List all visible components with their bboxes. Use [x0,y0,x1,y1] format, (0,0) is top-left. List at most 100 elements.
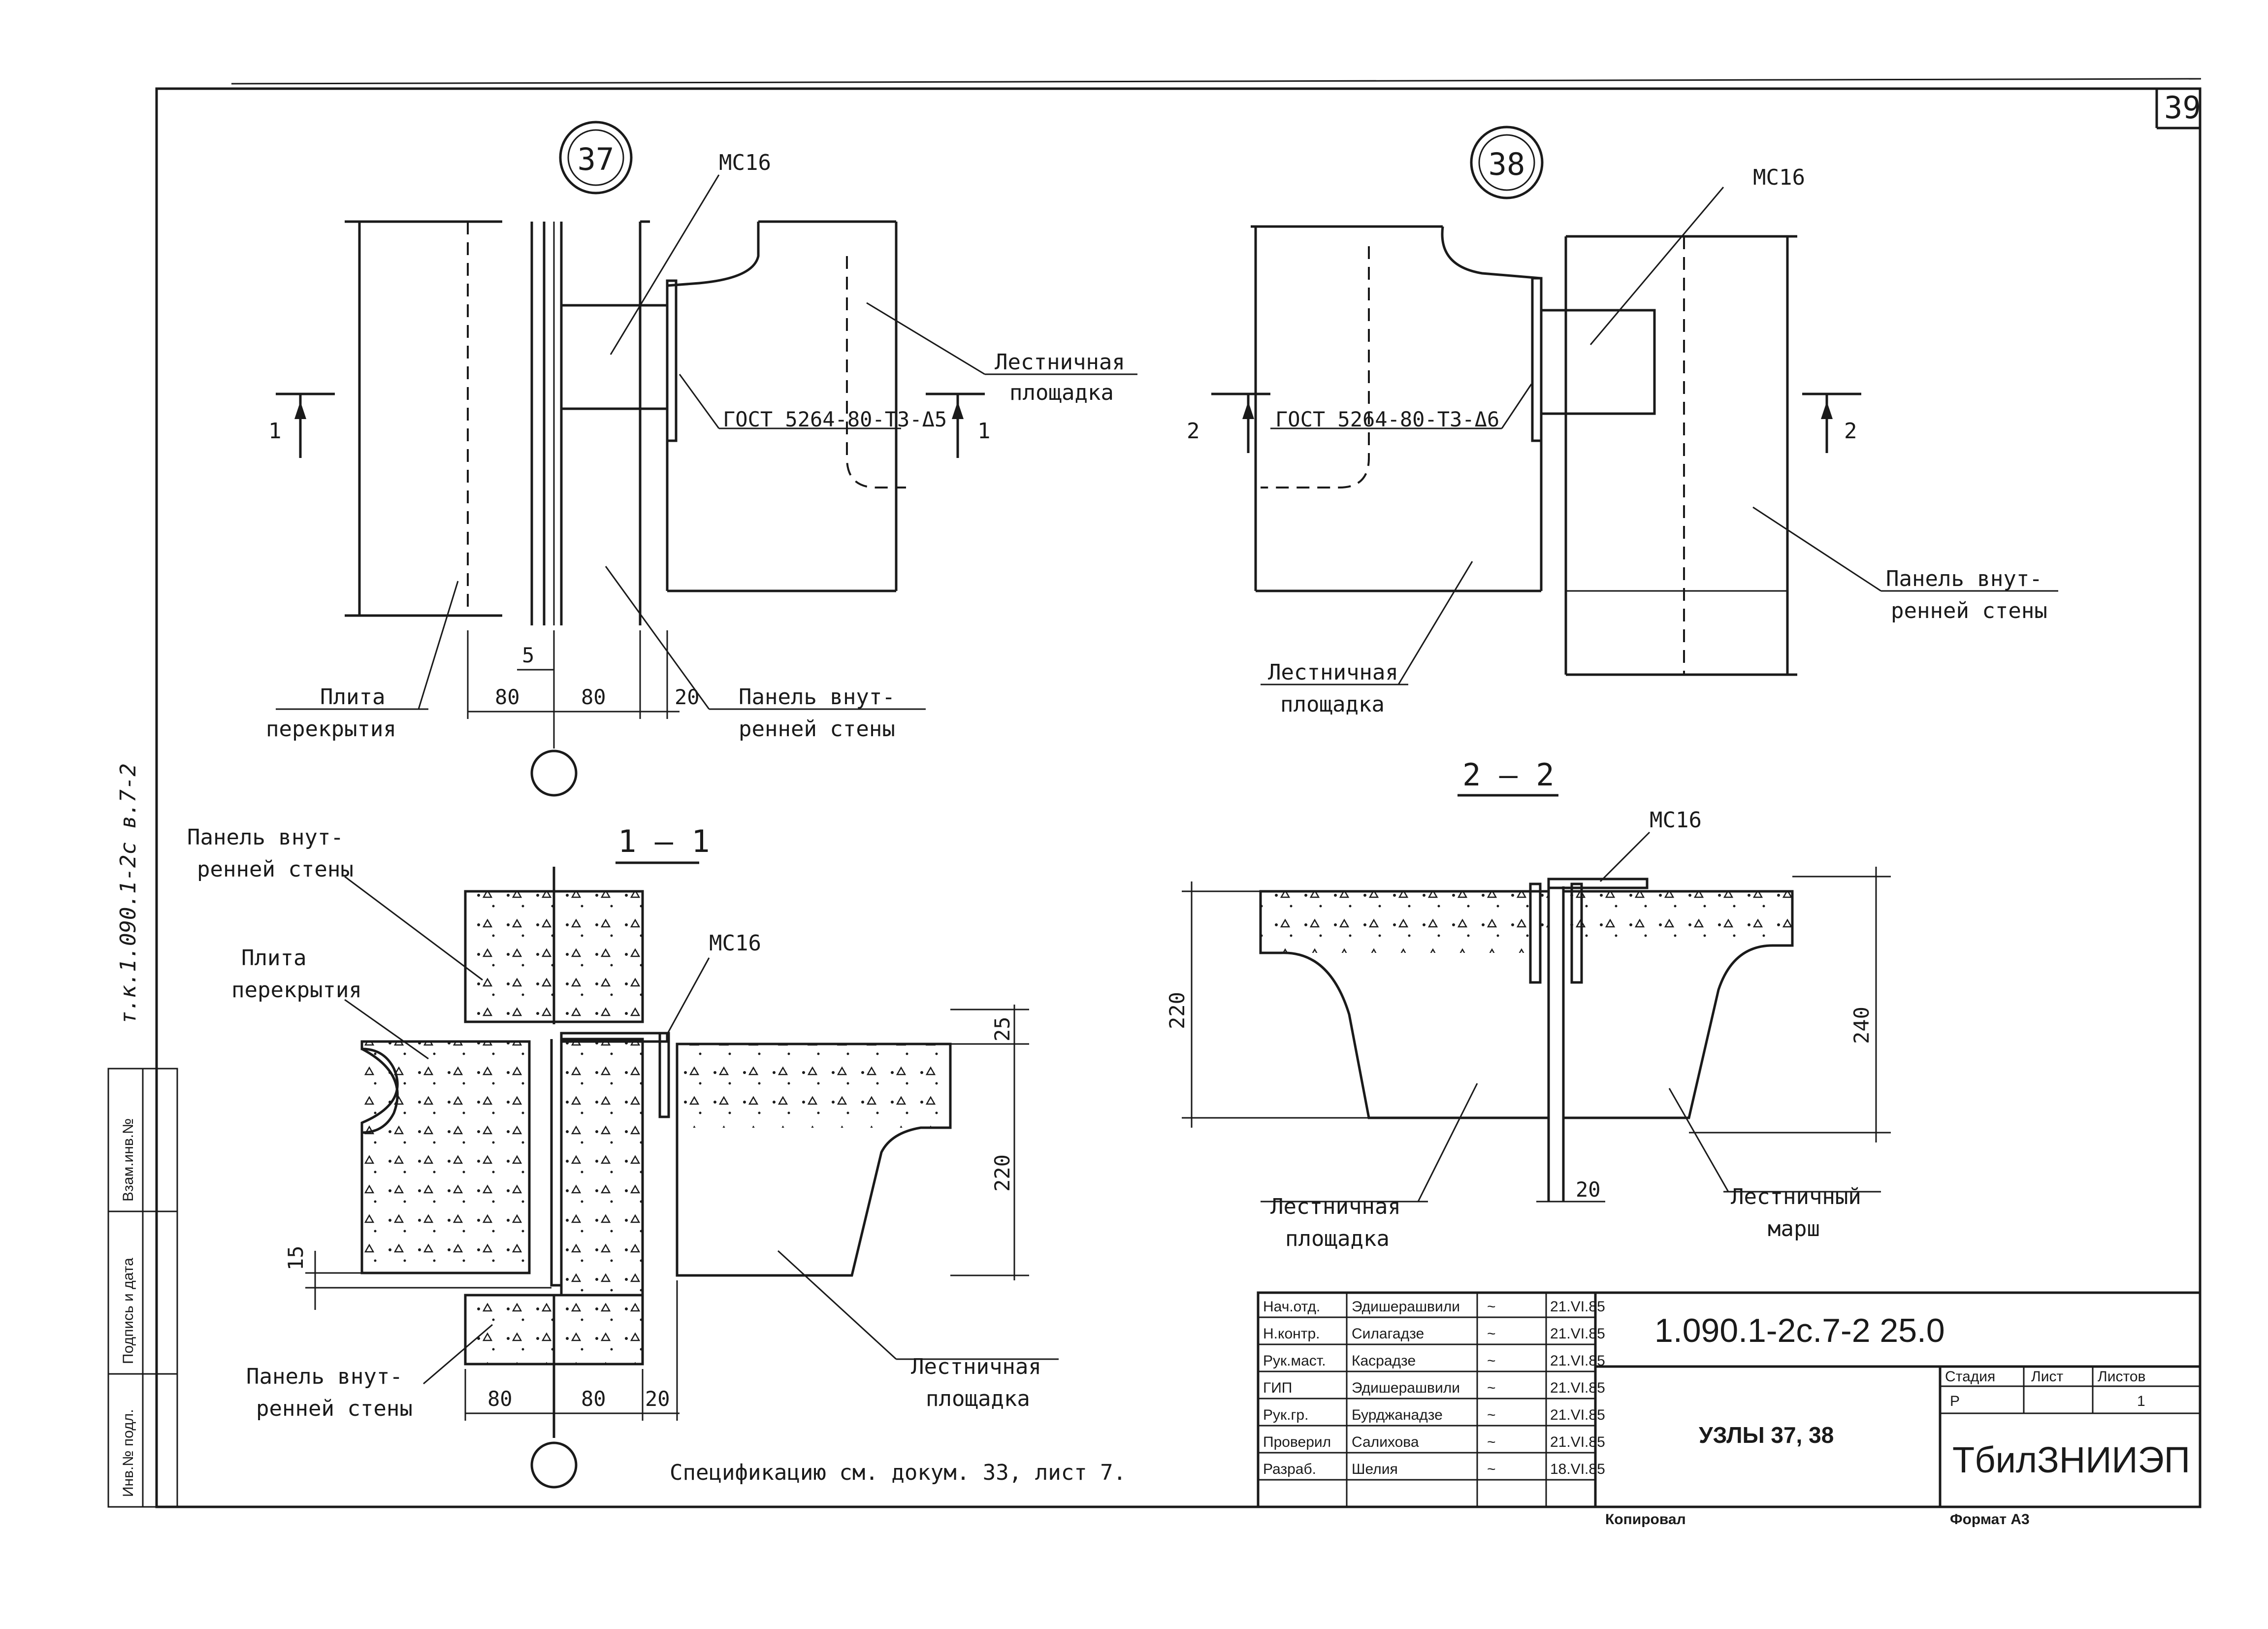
title-row-sign: ~ [1487,1299,1496,1315]
title-row-name: Шелия [1352,1461,1398,1477]
node-37-dim-5: 5 [522,643,534,667]
title-row-sign: ~ [1487,1407,1496,1423]
title-row-sign: ~ [1487,1461,1496,1477]
stage-header: Стадия [1945,1368,1995,1385]
node-37-dim-20: 20 [675,685,700,709]
node-37-dim-80b: 80 [581,685,606,709]
title-row-name: Салихова [1352,1434,1419,1450]
node-38-mark-right: 2 [1844,419,1857,444]
node-37-landing-1: Лестничная [995,350,1125,375]
node-38: 38 МС16 ГОСТ 5264-80-Т3-Δ6 Лестничная пл… [1187,126,2058,717]
title-row-role: Рук.гр. [1263,1407,1308,1423]
sheets-total: 1 [2137,1393,2145,1409]
title-row-date: 21.VI.85 [1550,1353,1605,1369]
title-row-name: Эдишерашвили [1352,1299,1460,1315]
title-row-role: Нач.отд. [1263,1299,1320,1315]
s22-landing-2: площадка [1285,1226,1390,1251]
strip-sign-date: Подпись и дата [120,1258,136,1364]
organization: ТбилЗНИИЭП [1952,1439,2190,1480]
title-row-date: 21.VI.85 [1550,1326,1605,1342]
node-38-number: 38 [1489,146,1525,182]
s11-dim-220: 220 [990,1154,1014,1192]
s11-wall-bot-1: Панель внут- [246,1364,403,1389]
node-37-mark-right: 1 [977,419,991,444]
node-37-gost: ГОСТ 5264-80-Т3-Δ5 [723,407,947,431]
node-37-wall-1: Панель внут- [739,684,895,710]
node-38-landing-2: площадка [1280,692,1385,717]
node-37-number: 37 [578,141,615,177]
s11-dim-20: 20 [645,1387,670,1411]
section-2-2-title: 2 – 2 [1462,757,1555,793]
title-block-rows: Нач.отд.Эдишерашвили~21.VI.85Н.контр.Сил… [1263,1299,1605,1477]
node-37-slab-2: перекрытия [266,717,396,742]
sheet-number: 39 [2164,90,2201,126]
s11-landing-2: площадка [926,1386,1030,1411]
side-stamp-text: т.к.1.090.1-2с в.7-2 [116,763,141,1024]
section-1-1: 1 – 1 Панель внут- ренней стены Плита пе… [187,823,1059,1489]
s11-wall-top-1: Панель внут- [187,825,344,850]
title-row-date: 21.VI.85 [1550,1434,1605,1450]
s11-landing-1: Лестничная [911,1354,1041,1379]
title-row-sign: ~ [1487,1353,1496,1369]
node-37-landing-2: площадка [1009,380,1114,405]
title-row-sign: ~ [1487,1380,1496,1396]
title-row-name: Бурджанадзе [1352,1407,1443,1423]
title-row-name: Эдишерашвили [1352,1380,1460,1396]
node-38-landing-1: Лестничная [1268,660,1398,685]
node-37-slab-1: Плита [320,684,385,710]
stage-value: Р [1950,1393,1960,1409]
format-label: Формат А3 [1950,1511,2030,1528]
node-37-mc-label: МС16 [719,150,771,175]
node-37-dim-80a: 80 [495,685,520,709]
sheet-header: Лист [2031,1368,2063,1385]
title-row-sign: ~ [1487,1326,1496,1342]
strip-replace-inv: Взам.инв.№ [120,1118,136,1202]
title-row-name: Силагадзе [1352,1326,1424,1342]
sheet-frame: 39 [155,78,2202,1508]
node-37-wall-2: ренней стены [739,717,895,742]
s11-slab-1: Плита [241,945,306,971]
s11-dim-80b: 80 [581,1387,606,1411]
node-38-wall-2: ренней стены [1891,598,2047,623]
title-block: Нач.отд.Эдишерашвили~21.VI.85Н.контр.Сил… [1257,1291,2202,1528]
title-row-role: Разраб. [1263,1461,1316,1477]
sheets-header: Листов [2098,1368,2145,1385]
left-strip: Взам.инв.№ Подпись и дата Инв.№ подл. [107,1068,178,1508]
s22-dim-20: 20 [1576,1177,1601,1202]
node-37: 37 МС16 Лестничная площадка ГОСТ 5264-80… [266,121,1137,797]
s11-mc: МС16 [709,931,761,956]
s22-mc: МС16 [1650,808,1702,833]
node-38-mark-left: 2 [1187,419,1200,444]
s22-march-1: Лестничный [1731,1184,1861,1209]
s22-march-2: марш [1768,1216,1820,1241]
s11-wall-top-2: ренней стены [197,857,354,882]
s11-dim-15: 15 [284,1245,308,1271]
s11-wall-bot-2: ренней стены [256,1396,413,1421]
specification-note: Спецификацию см. докум. 33, лист 7. [670,1460,1126,1485]
title-row-role: Проверил [1263,1434,1331,1450]
node-38-mc-label: МС16 [1753,165,1805,190]
title-row-date: 21.VI.85 [1550,1299,1605,1315]
node-37-mark-left: 1 [268,419,282,444]
title-row-date: 21.VI.85 [1550,1380,1605,1396]
drawing-title: УЗЛЫ 37, 38 [1699,1422,1834,1448]
s11-slab-2: перекрытия [231,977,362,1003]
node-38-gost: ГОСТ 5264-80-Т3-Δ6 [1275,407,1499,431]
section-2-2: 2 – 2 МС16 Лестничная площадка Лестничны… [1165,757,1891,1251]
copied-by: Копировал [1605,1511,1686,1528]
side-stamp: т.к.1.090.1-2с в.7-2 [116,763,141,1024]
s11-dim-80a: 80 [487,1387,513,1411]
document-code: 1.090.1-2с.7-2 25.0 [1654,1312,1945,1349]
s22-dim-240: 240 [1849,1007,1874,1044]
title-row-name: Касрадзе [1352,1353,1416,1369]
node-38-wall-1: Панель внут- [1886,566,2042,591]
s11-dim-25: 25 [990,1016,1014,1042]
title-row-sign: ~ [1487,1434,1496,1450]
section-1-1-title: 1 – 1 [618,823,710,859]
title-row-role: ГИП [1263,1380,1292,1396]
title-row-role: Рук.маст. [1263,1353,1326,1369]
title-row-date: 21.VI.85 [1550,1407,1605,1423]
s22-landing-1: Лестничная [1270,1194,1401,1219]
s22-dim-220: 220 [1165,992,1189,1029]
